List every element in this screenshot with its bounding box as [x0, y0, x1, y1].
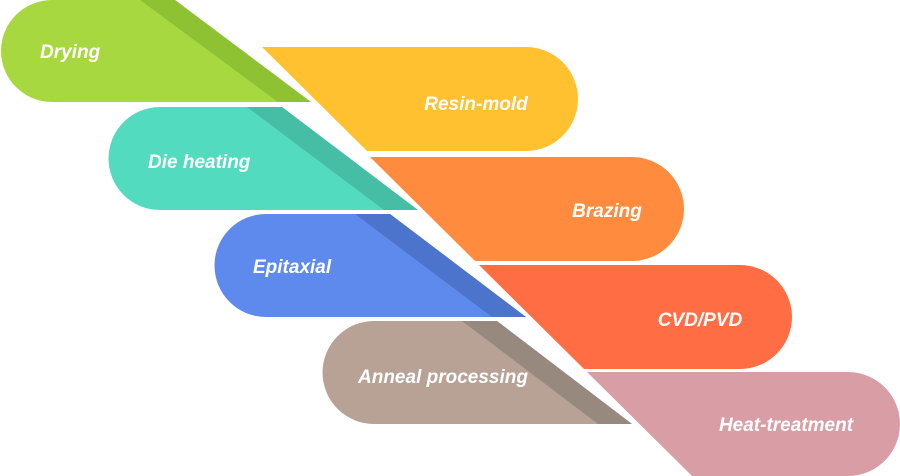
- right-band-shape: [587, 372, 900, 476]
- left-band-shape: [214, 214, 526, 317]
- right-band-shape: [262, 47, 578, 151]
- right-band-label: Heat-treatment: [719, 415, 854, 436]
- left-band-label: Epitaxial: [253, 257, 332, 278]
- left-band-anneal-processing: Anneal processing: [322, 321, 632, 424]
- left-band-fold: [140, 0, 311, 102]
- right-band-shape: [479, 265, 792, 369]
- left-band-epitaxial: Epitaxial: [214, 214, 526, 317]
- right-band-resin-mold: Resin-mold: [262, 47, 578, 151]
- right-band-brazing: Brazing: [370, 157, 684, 261]
- right-band-label: Brazing: [572, 201, 642, 222]
- right-band-heat-treatment: Heat-treatment: [587, 372, 900, 476]
- left-band-fold: [247, 107, 418, 210]
- left-band-drying: Drying: [1, 0, 311, 102]
- left-band-fold: [355, 214, 526, 317]
- left-band-label: Drying: [40, 42, 101, 63]
- left-band-shape: [108, 107, 419, 210]
- right-band-label: Resin-mold: [424, 94, 528, 115]
- left-band-shape: [322, 321, 632, 424]
- right-band-cvd-pvd: CVD/PVD: [479, 265, 792, 369]
- left-band-label: Anneal processing: [357, 367, 528, 388]
- right-band-label: CVD/PVD: [658, 310, 743, 331]
- left-band-die-heating: Die heating: [108, 107, 419, 210]
- left-band-fold: [462, 321, 632, 424]
- right-band-shape: [370, 157, 684, 261]
- left-band-shape: [1, 0, 311, 102]
- left-band-label: Die heating: [148, 152, 251, 173]
